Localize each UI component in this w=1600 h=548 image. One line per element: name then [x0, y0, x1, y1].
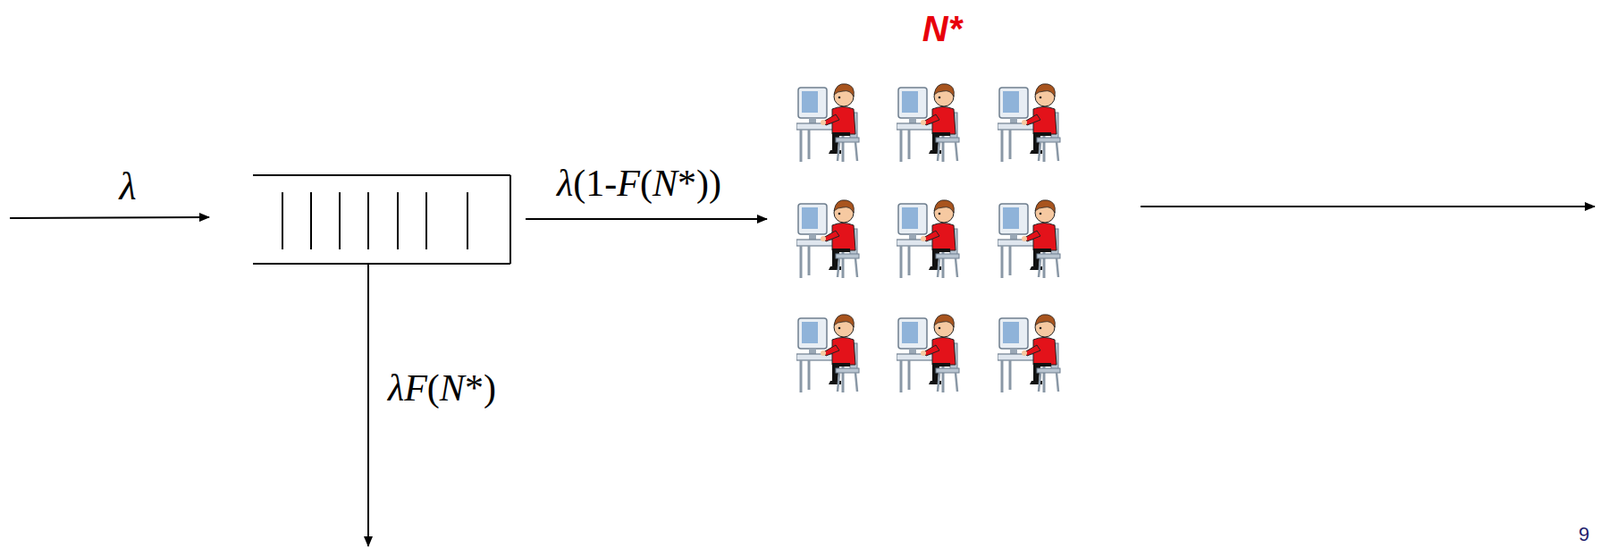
page-number: 9: [1578, 523, 1590, 546]
served-rate: λ(1-F(N*)): [556, 162, 722, 204]
served-arrow: [525, 218, 767, 220]
departure-arrow: [1140, 205, 1595, 208]
arrival-arrow: [9, 217, 210, 219]
arrival-rate: λ: [118, 165, 136, 209]
queue-buffer: [252, 175, 511, 264]
abandon-rate: λF(N*): [387, 367, 497, 409]
agent-icons: [796, 84, 1061, 393]
agent-pool: N*: [917, 7, 968, 51]
abandon-arrow: [367, 263, 370, 547]
pool-size-label: N*: [922, 8, 962, 50]
